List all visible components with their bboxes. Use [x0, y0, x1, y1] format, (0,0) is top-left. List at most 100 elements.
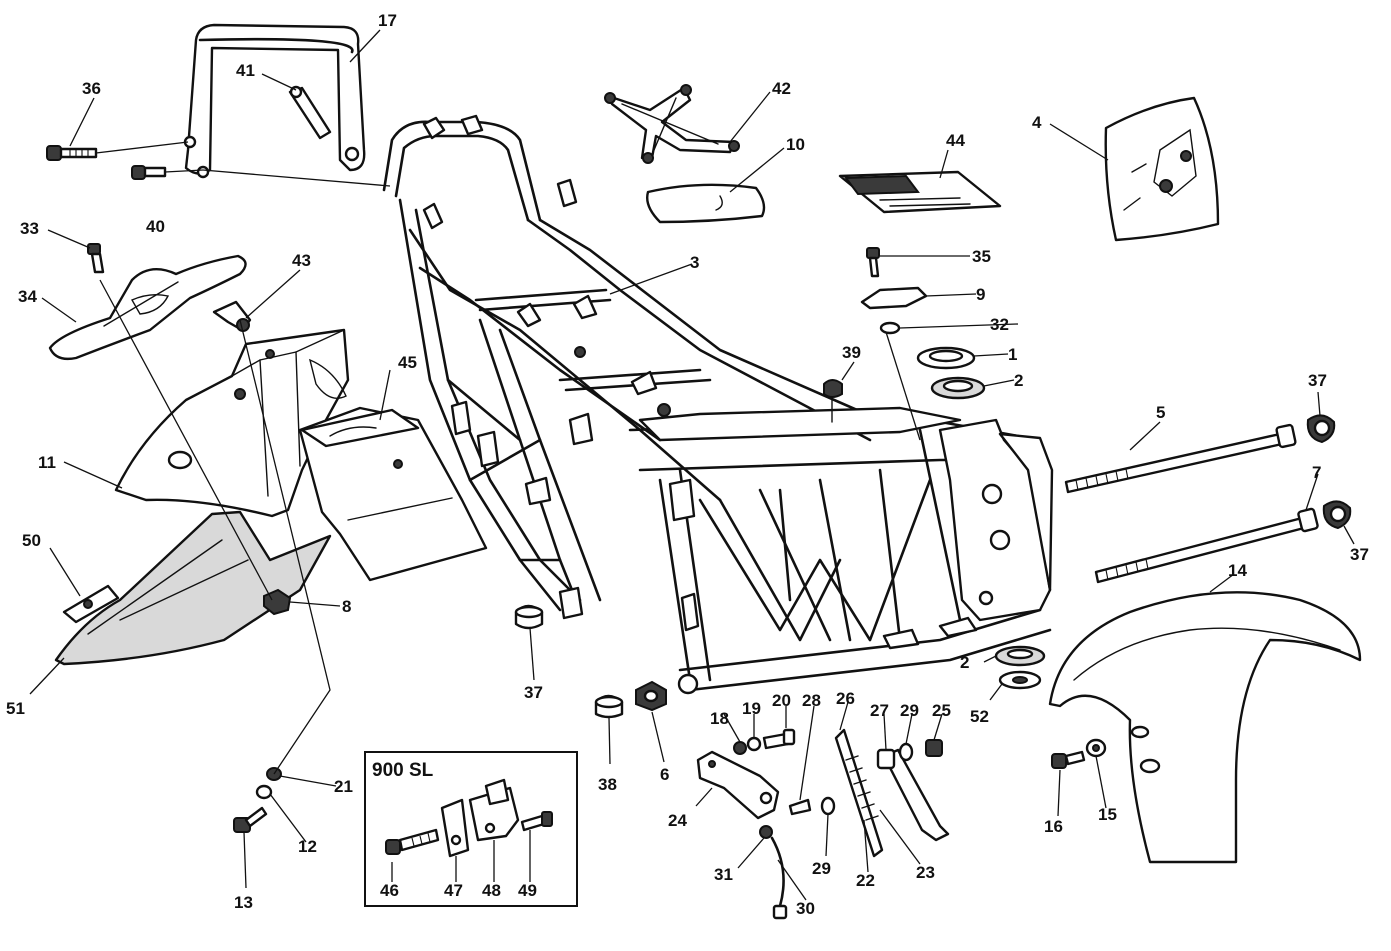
- callout-51: 51: [6, 699, 25, 718]
- callout-6: 6: [660, 765, 669, 784]
- callout-18: 18: [710, 709, 729, 728]
- screw-part-49[interactable]: [520, 811, 553, 832]
- callout-19: 19: [742, 699, 761, 718]
- bracket-part-48[interactable]: [468, 778, 520, 842]
- switch-part-31[interactable]: [759, 825, 773, 839]
- callout-38: 38: [598, 775, 617, 794]
- washer-part-12[interactable]: [255, 784, 273, 800]
- pad-part-10[interactable]: [646, 183, 766, 224]
- tray-part-45[interactable]: [298, 406, 488, 582]
- callout-25: 25: [932, 701, 951, 720]
- callout-2-upper: 2: [1014, 371, 1023, 390]
- stand-part-23[interactable]: [882, 748, 950, 842]
- callout-37-left: 37: [524, 683, 543, 702]
- bearing-part-2-upper[interactable]: [930, 376, 986, 400]
- callout-26: 26: [836, 689, 855, 708]
- washer-part-29-right[interactable]: [898, 742, 914, 762]
- callout-8: 8: [342, 597, 351, 616]
- bracket-part-34[interactable]: [48, 254, 247, 361]
- long-bolt-part-7[interactable]: [1094, 507, 1319, 584]
- callout-22: 22: [856, 871, 875, 890]
- callout-24: 24: [668, 811, 687, 830]
- bolt-part-33[interactable]: [87, 243, 105, 274]
- bolt-part-28[interactable]: [788, 798, 812, 816]
- callout-35: 35: [972, 247, 991, 266]
- callout-52: 52: [970, 707, 989, 726]
- grab-handle-part-17[interactable]: [183, 23, 366, 179]
- callout-13: 13: [234, 893, 253, 912]
- washer-part-15[interactable]: [1085, 738, 1107, 758]
- callout-28: 28: [802, 691, 821, 710]
- washer-part-18[interactable]: [733, 741, 747, 755]
- bolt-part-40[interactable]: [131, 165, 167, 180]
- inset-900sl: 900 SL: [364, 751, 578, 907]
- callout-23: 23: [916, 863, 935, 882]
- callout-7: 7: [1312, 463, 1321, 482]
- rear-fender-part-11[interactable]: [114, 328, 350, 518]
- callout-1: 1: [1008, 345, 1017, 364]
- callout-32: 32: [990, 315, 1009, 334]
- callout-39: 39: [842, 343, 861, 362]
- washer-part-19[interactable]: [746, 736, 762, 752]
- label-part-44[interactable]: [838, 170, 1002, 214]
- bolt-part-13[interactable]: [233, 806, 268, 833]
- callout-12: 12: [298, 837, 317, 856]
- callout-10: 10: [786, 135, 805, 154]
- callout-15: 15: [1098, 805, 1117, 824]
- callout-29-upper: 29: [900, 701, 919, 720]
- callout-45: 45: [398, 353, 417, 372]
- nut-part-6[interactable]: [635, 680, 667, 712]
- bracket-part-24[interactable]: [696, 750, 780, 820]
- bolt-part-41[interactable]: [288, 85, 332, 140]
- callout-4: 4: [1032, 113, 1042, 132]
- nut-part-37-lower[interactable]: [1322, 500, 1352, 530]
- callout-21: 21: [334, 777, 353, 796]
- bracket-part-42[interactable]: [604, 84, 740, 164]
- callout-29-lower: 29: [812, 859, 831, 878]
- seal-part-52[interactable]: [998, 670, 1042, 690]
- washer-part-29-left[interactable]: [820, 796, 836, 816]
- packet-part-4[interactable]: [1104, 96, 1220, 242]
- callout-3: 3: [690, 253, 699, 272]
- bolt-part-35[interactable]: [866, 247, 880, 278]
- callout-2-lower: 2: [960, 653, 969, 672]
- front-fender-part-14[interactable]: [1048, 591, 1362, 864]
- callout-40: 40: [146, 217, 165, 236]
- cap-part-38[interactable]: [594, 694, 624, 719]
- plate-part-9[interactable]: [860, 286, 928, 310]
- callout-27: 27: [870, 701, 889, 720]
- callout-30: 30: [796, 899, 815, 918]
- callout-9: 9: [976, 285, 985, 304]
- bolt-part-25[interactable]: [925, 739, 943, 757]
- callout-43: 43: [292, 251, 311, 270]
- lower-fender-part-51[interactable]: [54, 510, 332, 666]
- callout-16: 16: [1044, 817, 1063, 836]
- bracket-part-47[interactable]: [440, 798, 470, 858]
- spacer-part-27[interactable]: [876, 748, 896, 770]
- long-bolt-part-5[interactable]: [1064, 423, 1297, 494]
- callout-49: 49: [518, 881, 537, 900]
- grommet-part-39[interactable]: [823, 379, 843, 423]
- spring-part-22[interactable]: [834, 728, 884, 858]
- bracket-part-50[interactable]: [62, 584, 120, 624]
- nut-part-37-upper[interactable]: [1306, 414, 1336, 444]
- callout-48: 48: [482, 881, 501, 900]
- washer-part-32[interactable]: [879, 321, 901, 335]
- callout-41: 41: [236, 61, 255, 80]
- callout-37-lower: 37: [1350, 545, 1369, 564]
- bolt-part-20[interactable]: [762, 728, 796, 750]
- switch-part-30[interactable]: [770, 836, 788, 920]
- main-frame-part-3[interactable]: [382, 114, 1054, 695]
- callout-20: 20: [772, 691, 791, 710]
- inset-title: 900 SL: [372, 760, 434, 781]
- bearing-part-2-lower[interactable]: [994, 645, 1046, 667]
- callout-47: 47: [444, 881, 463, 900]
- callout-14: 14: [1228, 561, 1247, 580]
- callout-31: 31: [714, 865, 733, 884]
- bolt-part-46[interactable]: [385, 828, 440, 855]
- bolt-part-16[interactable]: [1051, 750, 1086, 769]
- nut-part-37-left[interactable]: [514, 604, 544, 630]
- bolt-part-36[interactable]: [46, 145, 98, 161]
- clip-part-43[interactable]: [212, 300, 252, 332]
- bearing-part-1[interactable]: [916, 346, 976, 370]
